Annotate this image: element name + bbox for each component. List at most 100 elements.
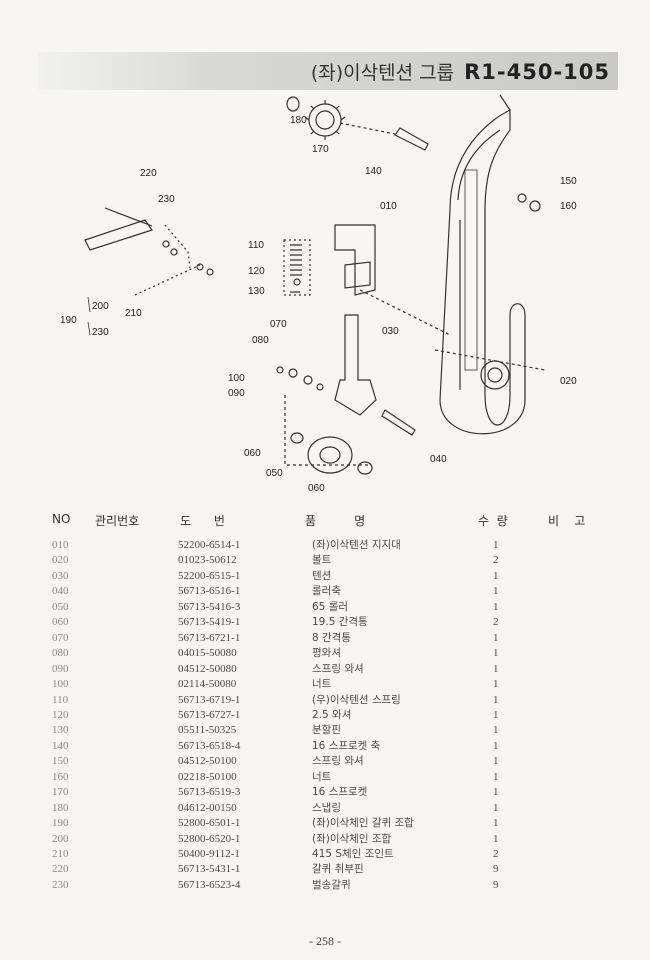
part-name: 평와셔 — [312, 647, 341, 660]
quantity: 2 — [493, 554, 499, 567]
quantity: 1 — [493, 647, 499, 660]
quantity: 1 — [493, 569, 499, 582]
quantity: 2 — [493, 848, 499, 860]
callout-label: 220 — [140, 168, 157, 179]
part-name: 벌송갈퀴 — [312, 878, 351, 891]
quantity: 1 — [493, 708, 499, 721]
quantity: 1 — [493, 662, 499, 675]
callout-label: 180 — [290, 115, 307, 126]
quantity: 1 — [493, 832, 499, 845]
part-number: 090 — [52, 662, 69, 675]
page-header: (좌)이삭텐션 그룹 R1-450-105 — [311, 58, 610, 85]
table-row: 230 56713-6523-4 벌송갈퀴 9 — [0, 877, 650, 893]
part-name: 16 스프로켓 축 — [312, 739, 381, 752]
col-quantity: 수 량 — [478, 514, 508, 528]
callout-label: 120 — [248, 266, 265, 277]
quantity: 1 — [493, 724, 499, 737]
drawing-number: 02114-50080 — [178, 678, 237, 691]
quantity: 1 — [493, 585, 499, 598]
drawing-number: 56713-6523-4 — [178, 878, 241, 891]
callout-label: 060 — [244, 448, 261, 459]
part-number: 110 — [52, 693, 69, 706]
part-name: (우)이삭텐션 스프링 — [312, 693, 401, 706]
quantity: 1 — [493, 739, 499, 752]
quantity: 1 — [493, 693, 499, 706]
drawing-number: 50400-9112-1 — [178, 848, 240, 860]
drawing-number: 52200-6515-1 — [178, 569, 241, 582]
drawing-number: 56713-6719-1 — [178, 693, 241, 706]
callout-label: 020 — [560, 376, 577, 387]
callout-label: 210 — [125, 308, 142, 319]
callout-label: 160 — [560, 201, 577, 212]
callout-label: 230 — [158, 194, 175, 205]
part-name: 스프링 와셔 — [312, 662, 364, 675]
col-mgmt-number: 관리번호 — [95, 514, 140, 528]
part-name: 롤러축 — [312, 585, 341, 598]
quantity: 1 — [493, 786, 499, 799]
part-number: 120 — [52, 708, 69, 721]
part-number: 130 — [52, 724, 69, 737]
drawing-number: 56713-6516-1 — [178, 585, 241, 598]
part-name: 2.5 와셔 — [312, 708, 352, 721]
nut-icon — [529, 200, 541, 212]
part-number: 210 — [52, 848, 69, 860]
table-row: 110 56713-6719-1 (우)이삭텐션 스프링 1 — [0, 692, 650, 708]
callout-label: 170 — [312, 144, 329, 155]
callout-label: 200 — [92, 301, 109, 312]
part-name: 볼트 — [312, 554, 332, 567]
group-code: R1-450-105 — [464, 60, 610, 84]
roller-icon — [307, 436, 353, 474]
quantity: 1 — [493, 631, 499, 644]
part-number: 230 — [52, 878, 69, 891]
quantity: 2 — [493, 616, 499, 629]
quantity: 1 — [493, 817, 499, 830]
part-number: 020 — [52, 554, 69, 567]
part-number: 180 — [52, 801, 69, 814]
washer-icon — [293, 278, 301, 286]
callout-label: 070 — [270, 319, 287, 330]
part-number: 160 — [52, 770, 69, 783]
part-name: (좌)이삭체인 갈퀴 조합 — [312, 817, 414, 830]
drawing-number: 56713-6518-4 — [178, 739, 241, 752]
part-name: (좌)이삭텐션 지지대 — [312, 539, 401, 551]
part-name: 65 롤러 — [312, 600, 349, 613]
callout-label: 230 — [92, 327, 109, 338]
callout-label: 150 — [560, 176, 577, 187]
part-number: 050 — [52, 600, 69, 613]
quantity: 9 — [493, 878, 499, 891]
part-number: 040 — [52, 585, 69, 598]
part-name: 스냅링 — [312, 801, 341, 814]
drawing-number: 56713-6727-1 — [178, 708, 241, 721]
callout-label: 110 — [248, 240, 264, 251]
exploded-parts-diagram: 180 170 140 150 160 220 230 010 110 120 … — [60, 94, 577, 494]
drawing-number: 05511-50325 — [178, 724, 237, 737]
page-number: - 258 - — [309, 934, 341, 948]
part-number: 080 — [52, 647, 69, 660]
callout-label: 040 — [430, 454, 447, 465]
part-name: 415 S체인 조인트 — [312, 848, 394, 860]
part-number: 140 — [52, 739, 69, 752]
col-part-name: 품 명 — [305, 514, 366, 528]
col-remarks: 비 고 — [548, 514, 586, 528]
drawing-number: 52800-6501-1 — [178, 817, 241, 830]
part-name: 16 스프로켓 — [312, 786, 368, 799]
table-row: 170 56713-6519-3 16 스프로켓 1 — [0, 784, 650, 800]
part-number: 070 — [52, 631, 69, 644]
drawing-number: 04015-50080 — [178, 647, 237, 660]
callout-label: 030 — [382, 326, 399, 337]
callout-label: 140 — [365, 166, 382, 177]
drawing-number: 56713-6519-3 — [178, 786, 241, 799]
drawing-number: 02218-50100 — [178, 770, 237, 783]
part-number: 170 — [52, 786, 69, 799]
group-title: (좌)이삭텐션 그룹 — [310, 62, 455, 84]
support-bracket-icon — [334, 224, 376, 296]
quantity: 1 — [493, 755, 499, 768]
